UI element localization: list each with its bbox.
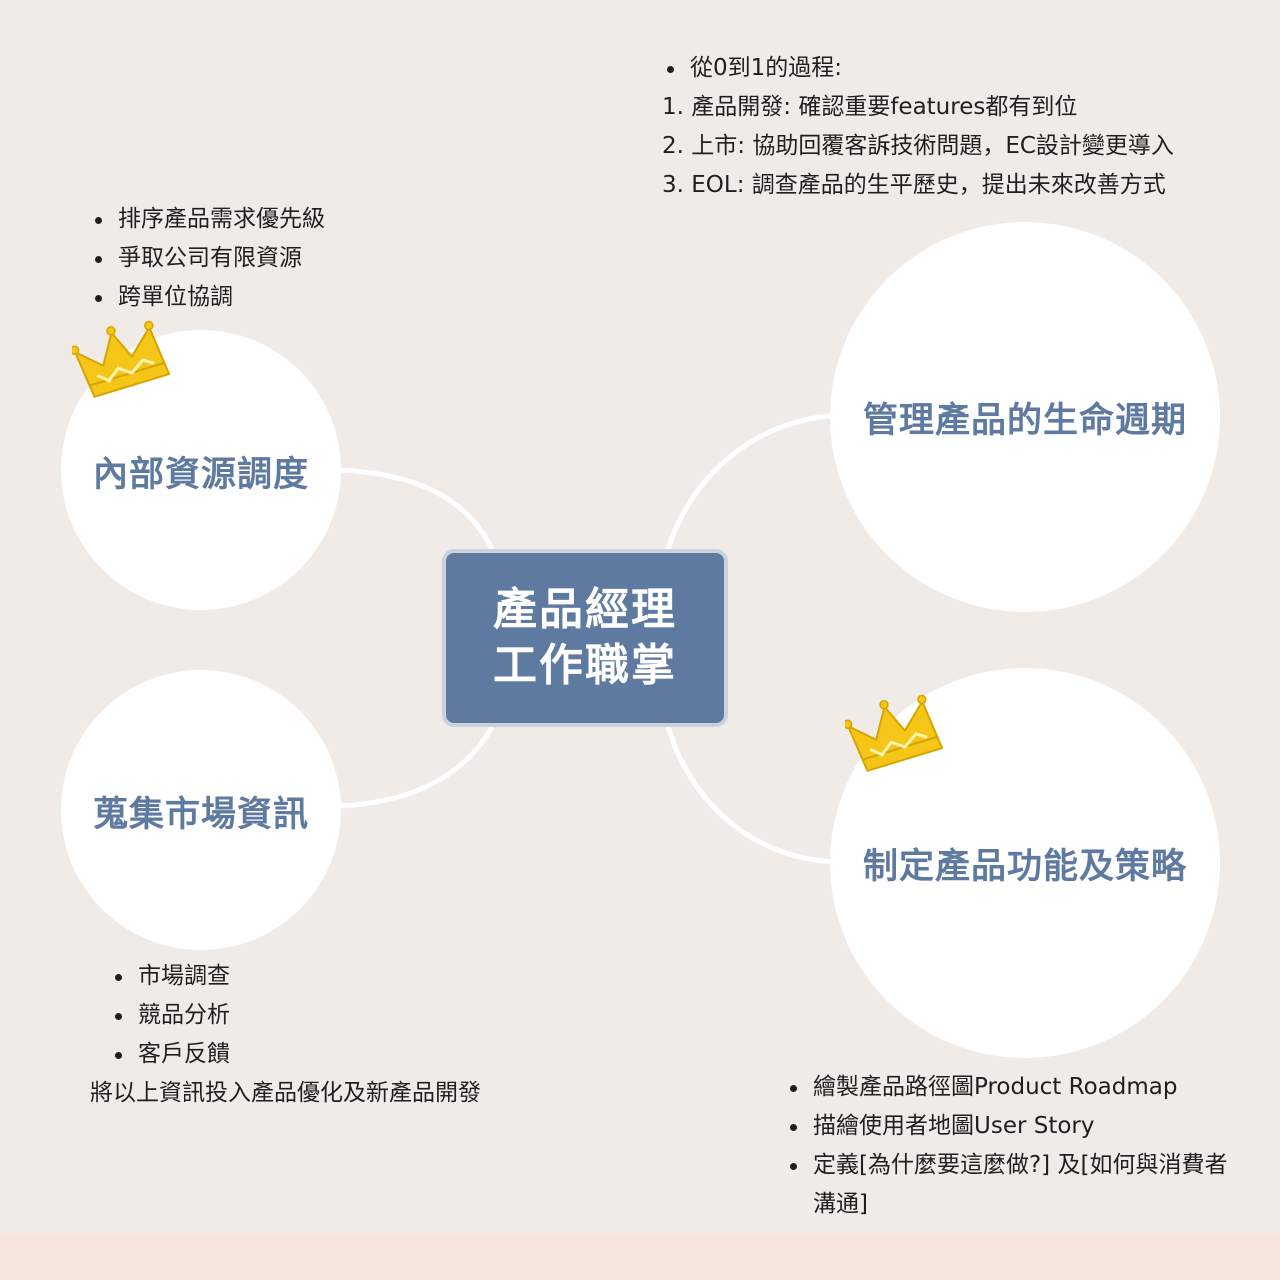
- list-item: 跨單位協調: [90, 278, 325, 317]
- node-strategy-title: 制定產品功能及策略: [862, 847, 1187, 887]
- list-item: 3. EOL: 調查產品的生平歷史，提出未來改善方式: [662, 172, 1166, 198]
- center-title-line2: 工作職掌: [493, 640, 677, 691]
- bubble-market: [61, 670, 341, 950]
- bubble-lifecycle: [830, 222, 1220, 612]
- connector-market: [339, 725, 495, 809]
- center-title-line1: 產品經理: [493, 584, 677, 635]
- notes-lifecycle-bullet: 從0到1的過程:: [662, 49, 1174, 88]
- center-node: 產品經理 工作職掌: [442, 549, 728, 727]
- list-item: 排序產品需求優先級: [90, 200, 325, 239]
- crown-icon: [72, 320, 171, 398]
- list-item: 從0到1的過程:: [662, 49, 1174, 88]
- list-item: 描繪使用者地圖User Story: [785, 1107, 1235, 1146]
- list-item: 客戶反饋: [110, 1035, 481, 1074]
- crown-icon: [845, 694, 944, 772]
- list-item: 定義[為什麼要這麼做?] 及[如何與消費者溝通]: [785, 1146, 1235, 1224]
- connector-strategy: [665, 726, 841, 865]
- notes-strategy-list: 繪製產品路徑圖Product Roadmap 描繪使用者地圖User Story…: [785, 1068, 1235, 1224]
- notes-lifecycle: 從0到1的過程: 1. 產品開發: 確認重要features都有到位 2. 上市…: [662, 49, 1174, 205]
- list-item: 爭取公司有限資源: [90, 239, 325, 278]
- node-market-title: 蒐集市場資訊: [92, 795, 309, 835]
- notes-market-summary: 將以上資訊投入產品優化及新產品開發: [90, 1080, 481, 1106]
- list-item: 市場調查: [110, 957, 481, 996]
- node-lifecycle-title: 管理產品的生命週期: [862, 401, 1187, 441]
- connector-internal: [339, 467, 495, 551]
- notes-internal-list: 排序產品需求優先級 爭取公司有限資源 跨單位協調: [90, 200, 325, 317]
- list-item: 繪製產品路徑圖Product Roadmap: [785, 1068, 1235, 1107]
- bottom-band: [0, 1234, 1280, 1280]
- node-internal-title: 內部資源調度: [92, 455, 309, 495]
- list-item: 競品分析: [110, 996, 481, 1035]
- notes-internal: 排序產品需求優先級 爭取公司有限資源 跨單位協調: [90, 200, 325, 317]
- notes-strategy: 繪製產品路徑圖Product Roadmap 描繪使用者地圖User Story…: [785, 1068, 1235, 1224]
- notes-market: 市場調查 競品分析 客戶反饋 將以上資訊投入產品優化及新產品開發: [90, 957, 481, 1113]
- connector-lifecycle: [665, 412, 841, 550]
- list-item: 1. 產品開發: 確認重要features都有到位: [662, 94, 1078, 120]
- notes-lifecycle-steps: 1. 產品開發: 確認重要features都有到位 2. 上市: 協助回覆客訴技…: [662, 88, 1174, 205]
- list-item: 2. 上市: 協助回覆客訴技術問題，EC設計變更導入: [662, 133, 1174, 159]
- notes-market-list: 市場調查 競品分析 客戶反饋: [110, 957, 481, 1074]
